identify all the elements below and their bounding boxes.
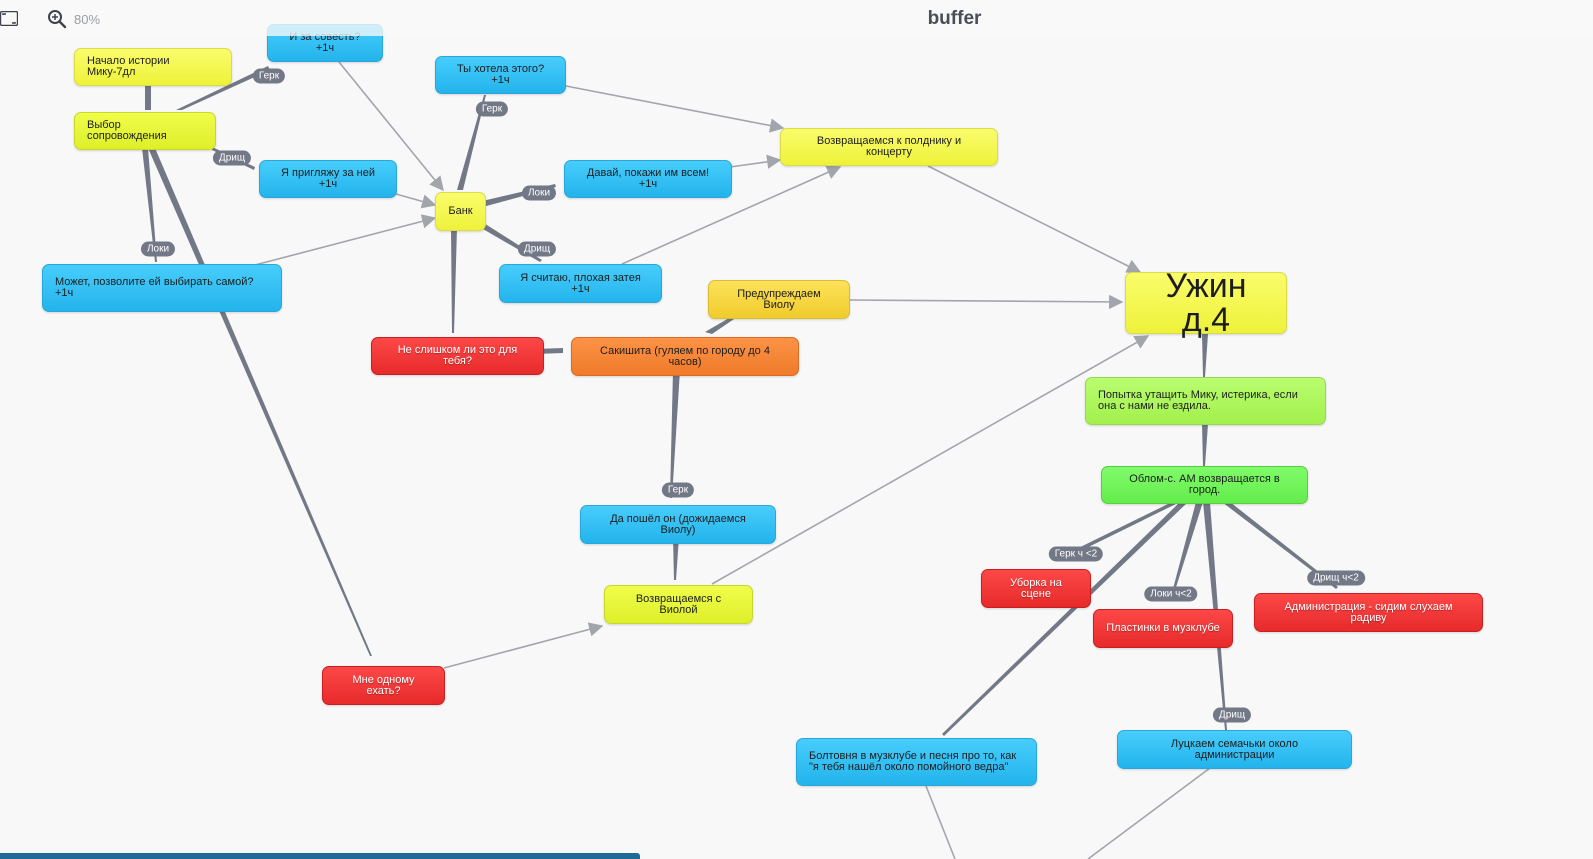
- bottom-panel-bar[interactable]: [0, 853, 640, 859]
- diagram-title: buffer: [0, 8, 1593, 30]
- edge-choice-alone[interactable]: [148, 148, 372, 656]
- node-sakishita[interactable]: Сакишита (гуляем по городу до 4 часов): [571, 337, 799, 376]
- edge-label-gerk[interactable]: Герк: [661, 482, 695, 498]
- diagram-title-text: buffer: [927, 8, 982, 29]
- node-letchoose[interactable]: Может, позволите ей выбирать самой? +1ч: [42, 264, 282, 312]
- edge-show-snack[interactable]: [729, 154, 782, 169]
- node-clean[interactable]: Уборка на сцене: [981, 569, 1091, 608]
- edge-sakishita-wait[interactable]: [670, 370, 680, 498]
- edge-bank-toomuch[interactable]: [451, 228, 457, 333]
- edge-bank-wanted[interactable]: [457, 95, 486, 190]
- node-attempt[interactable]: Попытка утащить Мику, истерика, если она…: [1085, 377, 1326, 425]
- edge-start-choice[interactable]: [145, 84, 151, 110]
- node-watch[interactable]: Я пригляжу за ней +1ч: [259, 160, 397, 198]
- node-oblom[interactable]: Облом-с. АМ возвращается в город.: [1101, 466, 1308, 504]
- edge-warn-dinner[interactable]: [849, 294, 1124, 310]
- node-alone[interactable]: Мне одному ехать?: [322, 666, 445, 705]
- node-snack[interactable]: Возвращаемся к полднику и концерту: [780, 128, 998, 166]
- edge-returnviola-dinner[interactable]: [711, 335, 1150, 585]
- edge-sakishita-warn[interactable]: [705, 314, 740, 334]
- edge-choice-letchoose[interactable]: [142, 148, 157, 262]
- edge-label-drish[interactable]: Дрищ: [212, 150, 252, 166]
- edge-oblom-clean[interactable]: [1060, 502, 1180, 560]
- node-admin[interactable]: Администрация - сидим слухаем радиву: [1254, 593, 1483, 632]
- node-chatter[interactable]: Болтовня в музклубе и песня про то, как …: [796, 738, 1037, 786]
- node-warn[interactable]: Предупреждаем Виолу: [708, 280, 850, 319]
- edge-chatter-out[interactable]: [925, 785, 956, 859]
- node-show[interactable]: Давай, покажи им всем! +1ч: [564, 160, 732, 198]
- edge-label-drish[interactable]: Дрищ: [1212, 707, 1252, 723]
- node-return-viola[interactable]: Возвращаемся с Виолой: [604, 585, 753, 624]
- node-toomuch[interactable]: Не слишком ли это для тебя?: [371, 337, 544, 375]
- node-seeds[interactable]: Луцкаем семачьки около администрации: [1117, 730, 1352, 769]
- node-start[interactable]: Начало истории Мику-7дл: [74, 48, 232, 86]
- edge-snack-dinner[interactable]: [927, 165, 1142, 273]
- edge-attempt-oblom[interactable]: [1202, 424, 1208, 466]
- edge-label-drish[interactable]: Дрищ: [517, 241, 557, 257]
- edge-oblom-chatter[interactable]: [942, 502, 1188, 736]
- node-wanted[interactable]: Ты хотела этого? +1ч: [435, 56, 566, 94]
- edge-label-loki-ch[interactable]: Локи ч<2: [1144, 586, 1198, 602]
- node-choice[interactable]: Выбор сопровождения: [74, 112, 216, 150]
- edge-wait-returnviola[interactable]: [673, 537, 679, 580]
- node-wait[interactable]: Да пошёл он (дожидаемся Виолу): [580, 505, 776, 544]
- edge-conscience-bank[interactable]: [338, 61, 444, 192]
- edge-watch-bank[interactable]: [395, 193, 437, 209]
- node-dinner[interactable]: Ужин д.4: [1125, 269, 1287, 337]
- edge-dinner-attempt[interactable]: [1202, 334, 1208, 377]
- edge-oblom-records[interactable]: [1170, 502, 1203, 600]
- node-records[interactable]: Пластинки в музклубе: [1093, 609, 1233, 648]
- edge-label-gerk[interactable]: Герк: [475, 101, 509, 117]
- edge-badidea-snack[interactable]: [621, 165, 842, 265]
- node-badidea[interactable]: Я считаю, плохая затея +1ч: [499, 264, 662, 303]
- edge-seeds-out[interactable]: [1087, 767, 1211, 859]
- edge-alone-returnviola[interactable]: [443, 622, 604, 669]
- edge-label-loki[interactable]: Локи: [521, 185, 557, 201]
- node-bank[interactable]: Банк: [435, 192, 486, 231]
- edge-label-gerk[interactable]: Герк: [252, 68, 286, 84]
- edge-choice-conscience[interactable]: [176, 66, 270, 110]
- toolbar: 80% buffer: [0, 0, 1593, 40]
- edge-oblom-admin[interactable]: [1222, 502, 1338, 589]
- edge-letchoose-bank[interactable]: [254, 214, 437, 266]
- edge-label-loki[interactable]: Локи: [140, 241, 176, 257]
- edge-label-gerk-ch[interactable]: Герк ч <2: [1048, 546, 1104, 562]
- edge-wanted-snack[interactable]: [565, 85, 785, 133]
- edge-label-drish-ch[interactable]: Дрищ ч<2: [1307, 570, 1365, 586]
